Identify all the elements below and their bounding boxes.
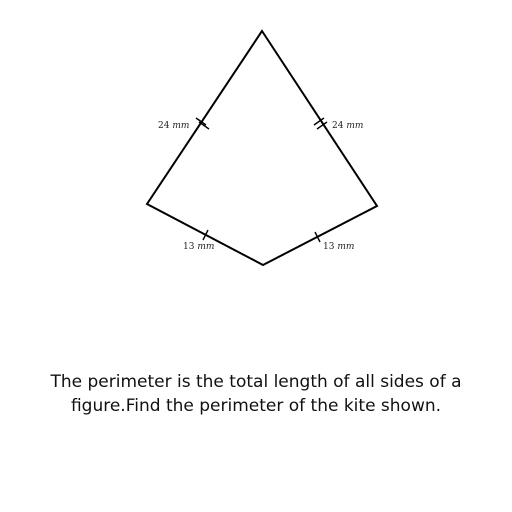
kite-diagram: 24 mm 24 mm 13 mm 13 mm [145,29,379,267]
question-line-1: The perimeter is the total length of all… [50,372,462,392]
question-text: The perimeter is the total length of all… [20,370,492,418]
side-label-top-left: 24 mm [158,121,189,131]
side-label-top-right: 24 mm [332,121,363,131]
tick-mark-bottom-left [202,229,209,241]
side-label-bottom-right: 13 mm [323,242,354,252]
side-label-bottom-left: 13 mm [183,242,214,252]
tick-mark-bottom-right [314,231,321,243]
kite-shape [145,29,379,267]
tick-marks-top-right [313,117,328,130]
question-line-2: figure.Find the perimeter of the kite sh… [70,396,442,416]
tick-marks-top-left [195,117,210,130]
